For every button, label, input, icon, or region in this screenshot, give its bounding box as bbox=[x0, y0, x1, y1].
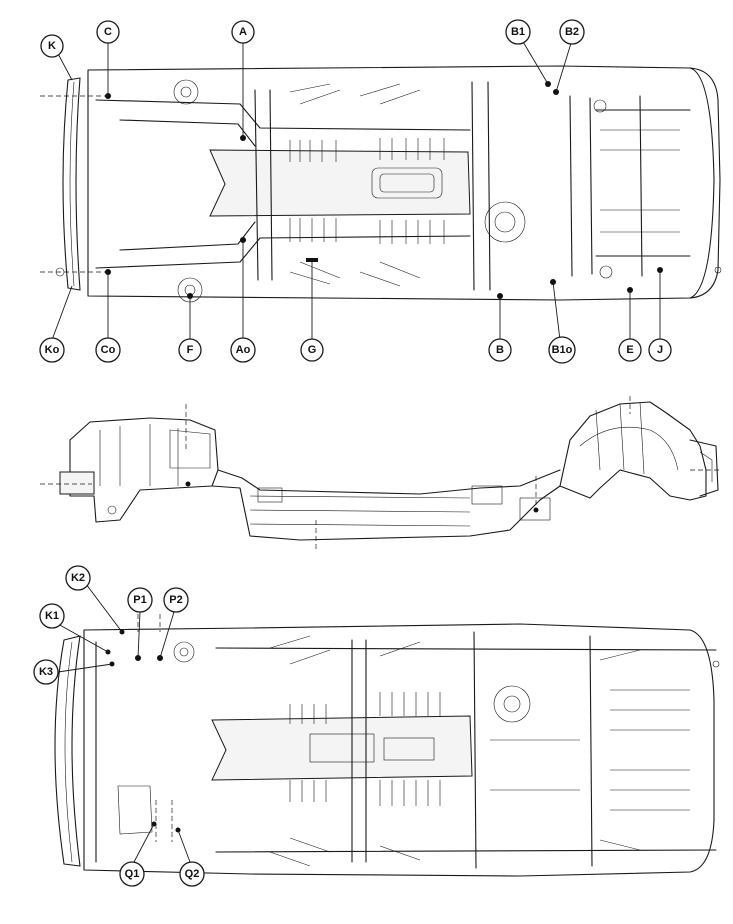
callout-J-label: J bbox=[657, 344, 663, 356]
callout-B1o-label: B1o bbox=[552, 344, 573, 356]
callout-Co: Co bbox=[95, 337, 121, 363]
callout-P2: P2 bbox=[163, 587, 189, 613]
callout-B2-label: B2 bbox=[565, 26, 579, 38]
callout-K1: K1 bbox=[39, 603, 65, 629]
callout-C: C bbox=[96, 20, 120, 44]
callout-B-label: B bbox=[496, 344, 504, 356]
bottom-view-leaders bbox=[57, 583, 191, 863]
callout-Co-label: Co bbox=[101, 344, 116, 356]
callout-G-label: G bbox=[308, 344, 317, 356]
callout-K3-label: K3 bbox=[39, 666, 53, 678]
callout-K3: K3 bbox=[33, 659, 59, 685]
callout-K2-label: K2 bbox=[71, 572, 85, 584]
callout-B1o: B1o bbox=[548, 336, 576, 364]
callout-B1-label: B1 bbox=[511, 26, 525, 38]
callout-G: G bbox=[300, 338, 324, 362]
callout-P1-label: P1 bbox=[133, 594, 146, 606]
callout-C-label: C bbox=[104, 26, 112, 38]
callout-F: F bbox=[178, 338, 202, 362]
callout-Ko-label: Ko bbox=[45, 344, 60, 356]
callout-F-label: F bbox=[187, 344, 194, 356]
top-view-leaders bbox=[51, 39, 661, 341]
bottom-floor-view bbox=[54, 614, 720, 877]
callout-K1-label: K1 bbox=[45, 610, 59, 622]
side-profile-view bbox=[40, 396, 722, 552]
callout-Q1: Q1 bbox=[119, 861, 145, 887]
callout-P1: P1 bbox=[127, 587, 153, 613]
callout-Ao: Ao bbox=[230, 337, 256, 363]
callout-K: K bbox=[40, 34, 64, 58]
callout-P2-label: P2 bbox=[169, 594, 182, 606]
callout-E-label: E bbox=[626, 344, 633, 356]
callout-Q2: Q2 bbox=[179, 861, 205, 887]
callout-J: J bbox=[648, 338, 672, 362]
callout-E: E bbox=[618, 338, 642, 362]
callout-Ko: Ko bbox=[39, 337, 65, 363]
callout-B: B bbox=[488, 338, 512, 362]
callout-K2: K2 bbox=[65, 565, 91, 591]
callout-B1: B1 bbox=[505, 19, 531, 45]
callout-Ao-label: Ao bbox=[236, 344, 251, 356]
top-underbody-view bbox=[40, 65, 722, 303]
callout-A-label: A bbox=[239, 26, 247, 38]
callout-A: A bbox=[231, 20, 255, 44]
callout-B2: B2 bbox=[559, 19, 585, 45]
callout-Q1-label: Q1 bbox=[125, 868, 140, 880]
callout-Q2-label: Q2 bbox=[185, 868, 200, 880]
callout-K-label: K bbox=[48, 40, 56, 52]
